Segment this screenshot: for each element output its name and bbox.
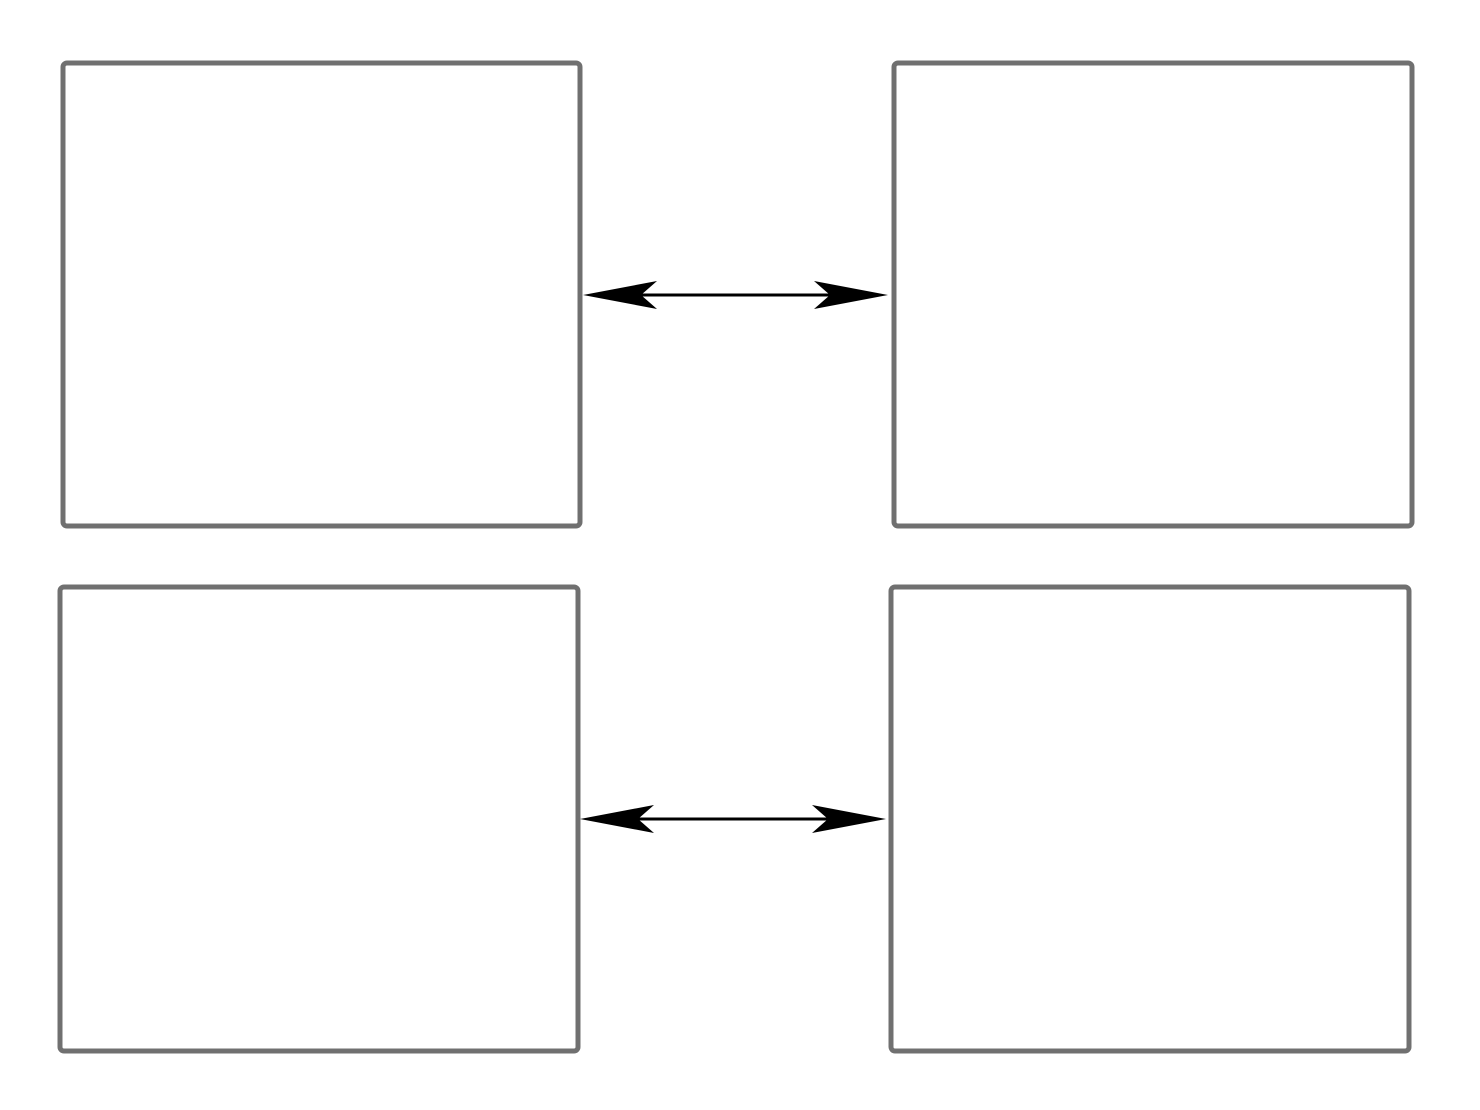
connector-top-bidirectional-arrow: [583, 281, 888, 309]
arrowhead-right-icon: [814, 281, 888, 309]
box-top-right: [891, 60, 1415, 529]
arrowhead-left-icon: [580, 805, 654, 833]
arrowhead-left-icon: [583, 281, 657, 309]
box-bottom-right: [888, 584, 1412, 1054]
box-top-left: [60, 60, 583, 529]
connector-bottom-bidirectional-arrow: [580, 805, 886, 833]
arrowhead-right-icon: [812, 805, 886, 833]
box-bottom-left: [57, 584, 581, 1054]
